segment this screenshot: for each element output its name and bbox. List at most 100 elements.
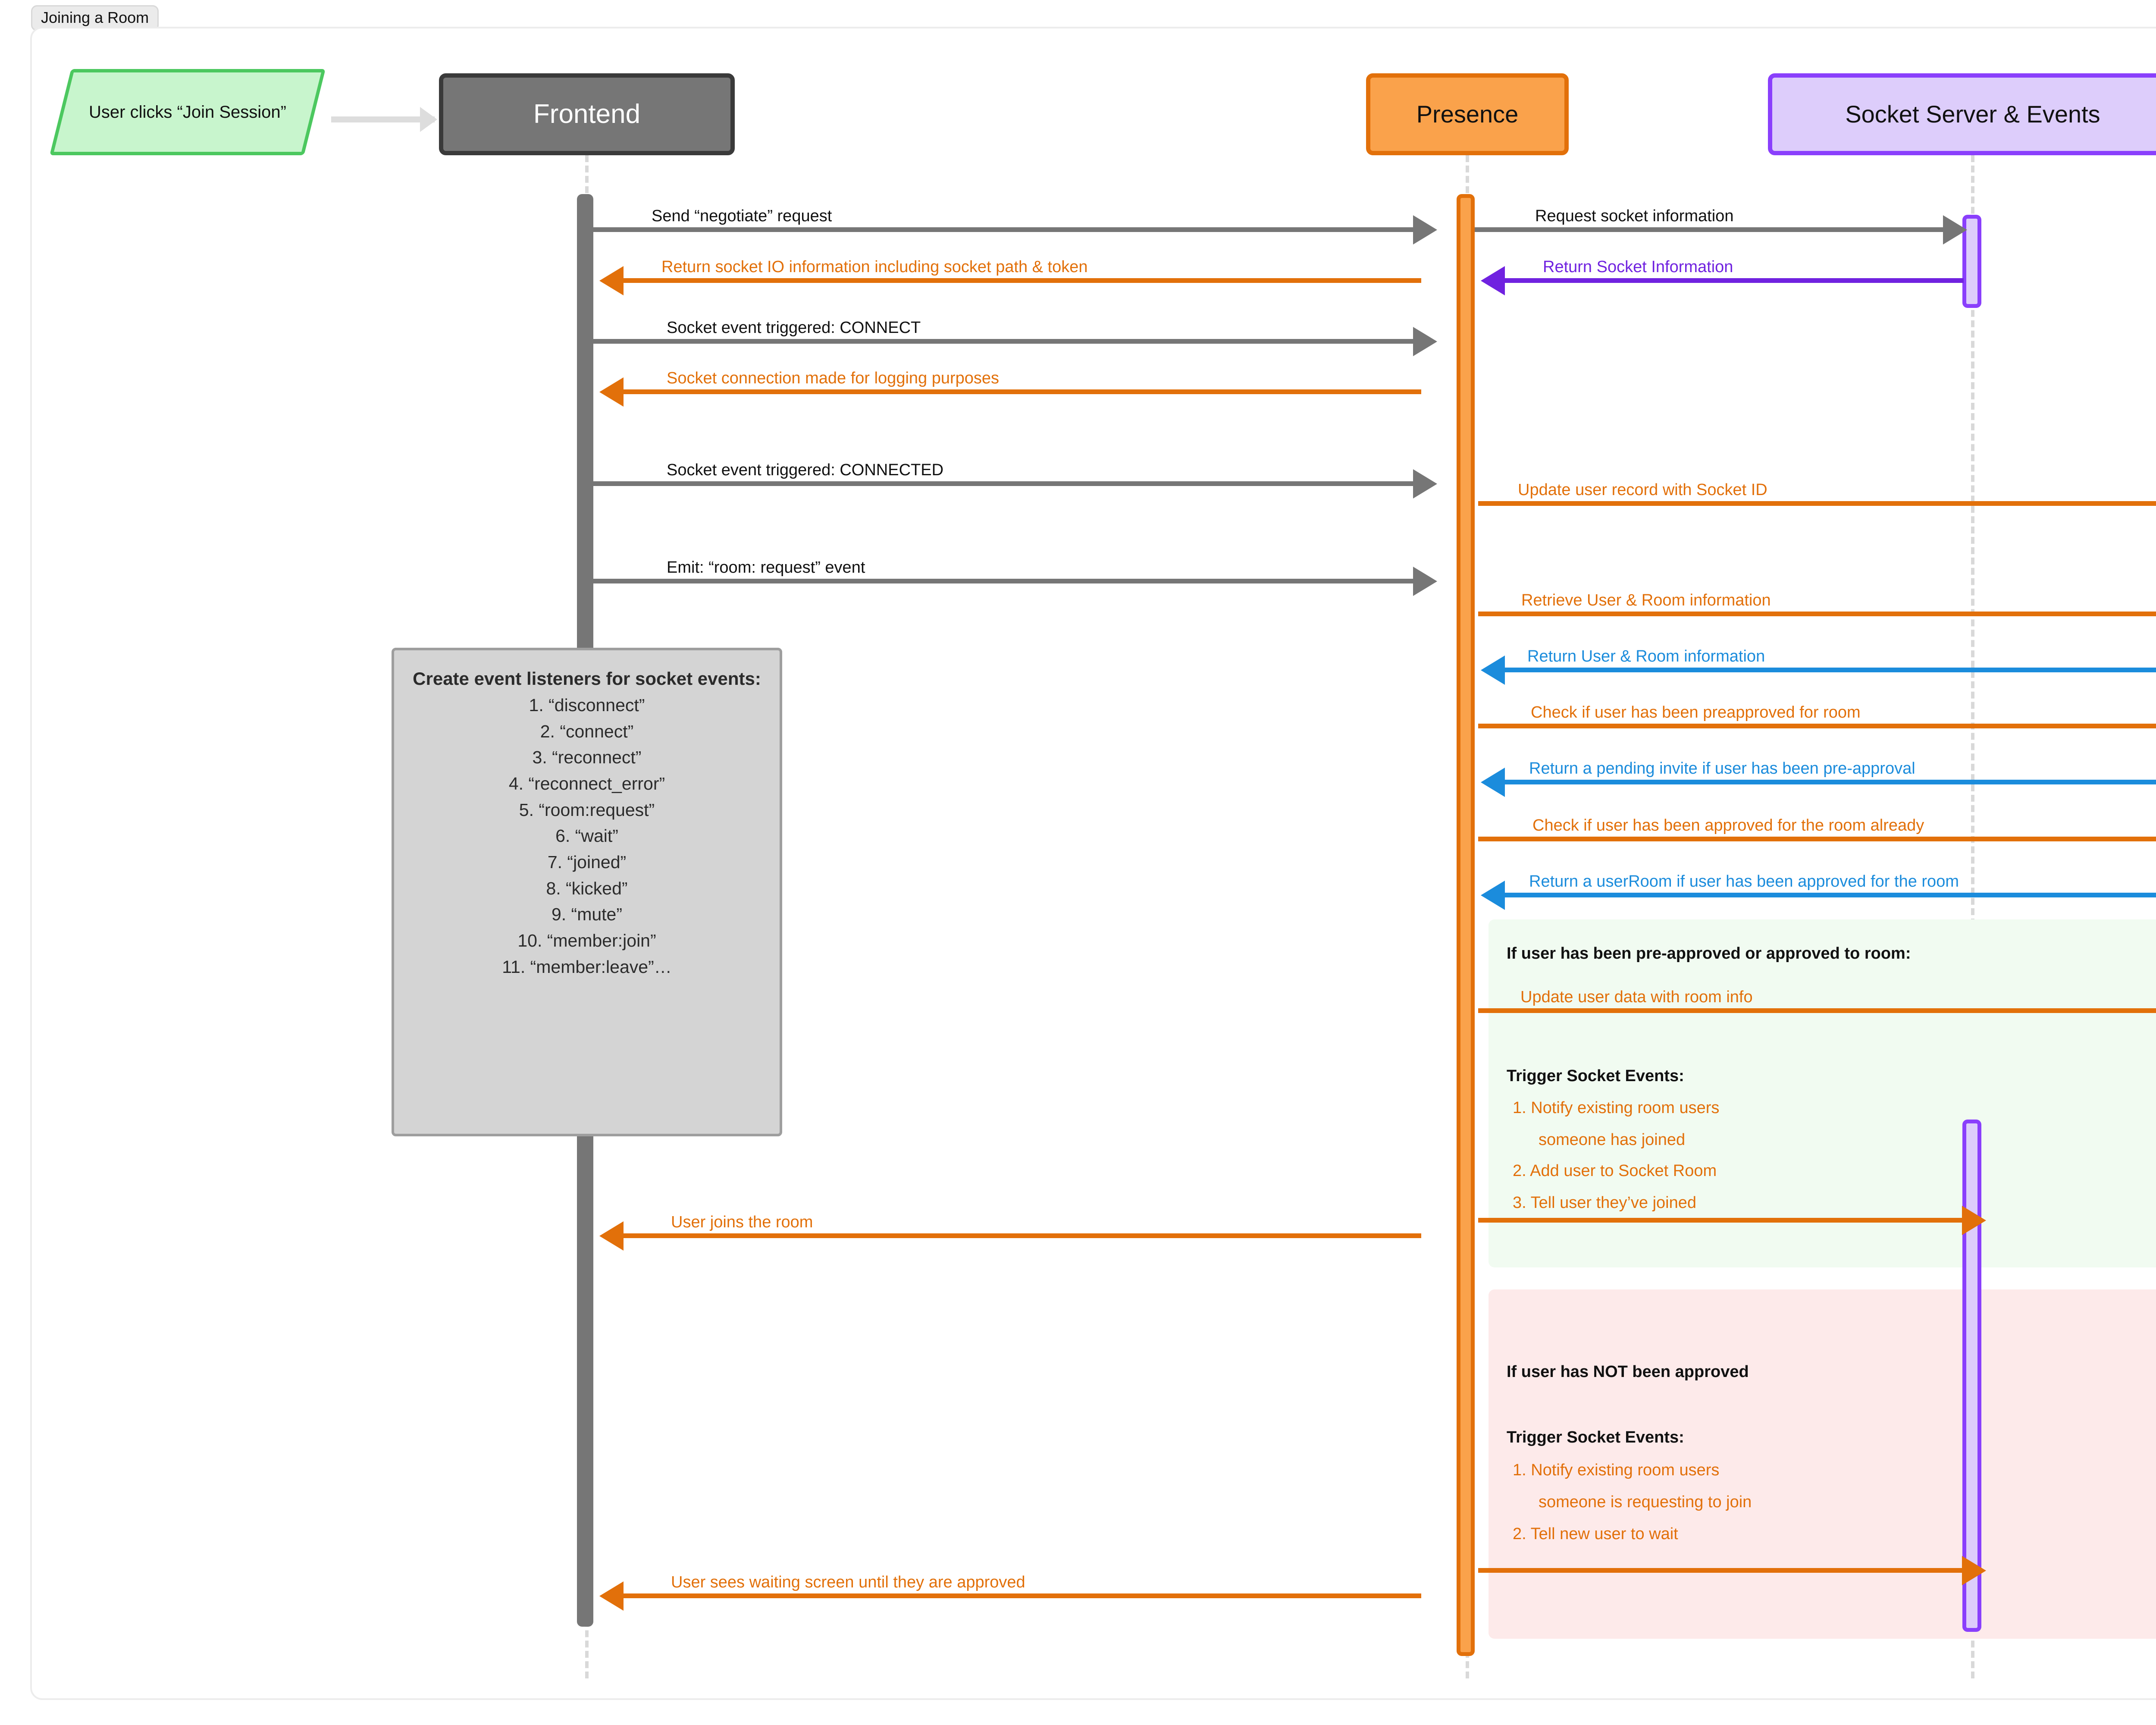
- message-m6-label: Socket connection made for logging purpo…: [667, 369, 1000, 387]
- participant-frontend-label: Frontend: [533, 99, 641, 129]
- alt-approved-item-3: 3. Tell user they’ve joined: [1513, 1194, 1696, 1212]
- message-m18-arrowhead: [599, 1221, 624, 1251]
- alt-approved-item-2: 2. Add user to Socket Room: [1513, 1162, 1717, 1180]
- message-m11-label: Return User & Room information: [1527, 647, 1765, 665]
- alt-not-approved-item-1: 1. Notify existing room users: [1513, 1461, 1720, 1479]
- start-node-shape: [50, 69, 326, 155]
- message-m17-shaft: [1478, 1218, 1965, 1223]
- alt-block-approved: [1489, 919, 2156, 1267]
- message-m4-arrowhead: [1481, 266, 1505, 295]
- message-m20-label: User sees waiting screen until they are …: [671, 1573, 1025, 1591]
- note-list-item: 11. “member:leave”…: [502, 957, 672, 977]
- message-m5: Socket event triggered: CONNECT: [593, 320, 1437, 356]
- lifeline-socket: [1971, 155, 1974, 1678]
- alt-approved-title: If user has been pre-approved or approve…: [1507, 944, 1911, 963]
- message-m13-shaft: [1505, 780, 2156, 784]
- message-m18: User joins the room: [599, 1214, 1421, 1251]
- message-m8-label: Update user record with Socket ID: [1518, 481, 1767, 499]
- message-m10-shaft: [1478, 612, 2156, 616]
- message-m7-shaft: [593, 481, 1419, 486]
- message-m6-arrowhead: [599, 377, 624, 407]
- message-m17-arrowhead: [1962, 1206, 1986, 1235]
- message-m20-arrowhead: [599, 1581, 624, 1611]
- message-m8: Update user record with Socket ID: [1478, 482, 2156, 506]
- participant-presence[interactable]: Presence: [1366, 73, 1569, 155]
- note-event-listeners: Create event listeners for socket events…: [392, 648, 782, 1136]
- message-m14-shaft: [1478, 837, 2156, 841]
- message-m10: Retrieve User & Room information: [1478, 592, 2156, 616]
- message-m3-arrowhead: [599, 266, 624, 295]
- alt-not-approved-item-2: 2. Tell new user to wait: [1513, 1525, 1678, 1543]
- message-m11-shaft: [1505, 668, 2156, 672]
- participant-presence-label: Presence: [1416, 100, 1519, 128]
- message-m7-arrowhead: [1413, 469, 1437, 499]
- alt-approved-item-1: 1. Notify existing room users: [1513, 1099, 1720, 1117]
- message-m1-label: Send “negotiate” request: [652, 207, 832, 225]
- message-m12-shaft: [1478, 724, 2156, 728]
- message-m1-shaft: [593, 227, 1419, 232]
- message-m3-label: Return socket IO information including s…: [661, 258, 1088, 276]
- message-m16: Update user data with room info: [1478, 989, 2156, 1013]
- message-m15-shaft: [1505, 893, 2156, 897]
- message-m13-arrowhead: [1481, 768, 1505, 797]
- participant-socket-label: Socket Server & Events: [1845, 100, 2100, 128]
- message-m1: Send “negotiate” request: [593, 208, 1437, 245]
- alt-approved-item-1-cont: someone has joined: [1539, 1131, 1686, 1149]
- message-m20-shaft: [624, 1593, 1421, 1598]
- message-m5-label: Socket event triggered: CONNECT: [667, 319, 921, 337]
- message-m1-arrowhead: [1413, 215, 1437, 245]
- message-m15-label: Return a userRoom if user has been appro…: [1529, 872, 1959, 891]
- message-m7-label: Socket event triggered: CONNECTED: [667, 461, 944, 479]
- message-m11: Return User & Room information: [1481, 648, 2156, 685]
- message-m6: Socket connection made for logging purpo…: [599, 370, 1421, 407]
- alt-not-approved-title: If user has NOT been approved: [1507, 1363, 1749, 1381]
- note-list-item: 8. “kicked”: [546, 878, 628, 898]
- message-m20: User sees waiting screen until they are …: [599, 1574, 1421, 1611]
- message-m2: Request socket information: [1475, 208, 1967, 245]
- message-m9-arrowhead: [1413, 567, 1437, 596]
- note-list-item: 2. “connect”: [540, 721, 634, 741]
- note-list-item: 10. “member:join”: [517, 930, 656, 950]
- message-m2-shaft: [1475, 227, 1949, 232]
- message-m17: [1478, 1206, 1986, 1235]
- message-m15: Return a userRoom if user has been appro…: [1481, 873, 2156, 910]
- message-m19: [1478, 1556, 1986, 1585]
- message-m12: Check if user has been preapproved for r…: [1478, 704, 2156, 728]
- note-list-item: 9. “mute”: [551, 904, 623, 925]
- participant-socket-server[interactable]: Socket Server & Events: [1768, 73, 2156, 155]
- message-m9-label: Emit: “room: request” event: [667, 558, 865, 577]
- message-m10-label: Retrieve User & Room information: [1521, 591, 1771, 609]
- message-m11-arrowhead: [1481, 656, 1505, 685]
- message-m4: Return Socket Information: [1481, 259, 1964, 295]
- message-m8-shaft: [1478, 501, 2156, 506]
- message-m18-label: User joins the room: [671, 1213, 813, 1231]
- message-m2-arrowhead: [1943, 215, 1967, 245]
- note-list-item: 5. “room:request”: [519, 800, 655, 820]
- message-m3: Return socket IO information including s…: [599, 259, 1421, 295]
- message-m14-label: Check if user has been approved for the …: [1532, 816, 1924, 834]
- note-title: Create event listeners for socket events…: [413, 668, 761, 689]
- activation-presence: [1457, 194, 1475, 1656]
- message-m4-shaft: [1505, 278, 1964, 283]
- participant-frontend[interactable]: Frontend: [439, 73, 735, 155]
- message-m7: Socket event triggered: CONNECTED: [593, 462, 1437, 499]
- message-m14: Check if user has been approved for the …: [1478, 817, 2156, 841]
- note-list-item: 4. “reconnect_error”: [508, 773, 665, 794]
- activation-socket-2: [1962, 1120, 1981, 1632]
- message-m19-arrowhead: [1962, 1556, 1986, 1585]
- message-m4-label: Return Socket Information: [1543, 258, 1733, 276]
- message-m3-shaft: [624, 278, 1421, 283]
- message-m18-shaft: [624, 1233, 1421, 1238]
- start-arrow-icon: [331, 107, 437, 132]
- message-m15-arrowhead: [1481, 881, 1505, 910]
- alt-approved-subtitle: Trigger Socket Events:: [1507, 1067, 1684, 1085]
- message-m19-shaft: [1478, 1568, 1965, 1573]
- message-m16-shaft: [1478, 1008, 2156, 1013]
- note-list: 1. “disconnect”2. “connect”3. “reconnect…: [394, 692, 780, 980]
- message-m13-label: Return a pending invite if user has been…: [1529, 759, 1915, 778]
- message-m12-label: Check if user has been preapproved for r…: [1531, 703, 1861, 721]
- alt-not-approved-item-1-cont: someone is requesting to join: [1539, 1493, 1752, 1511]
- message-m5-arrowhead: [1413, 327, 1437, 356]
- message-m9-shaft: [593, 579, 1419, 583]
